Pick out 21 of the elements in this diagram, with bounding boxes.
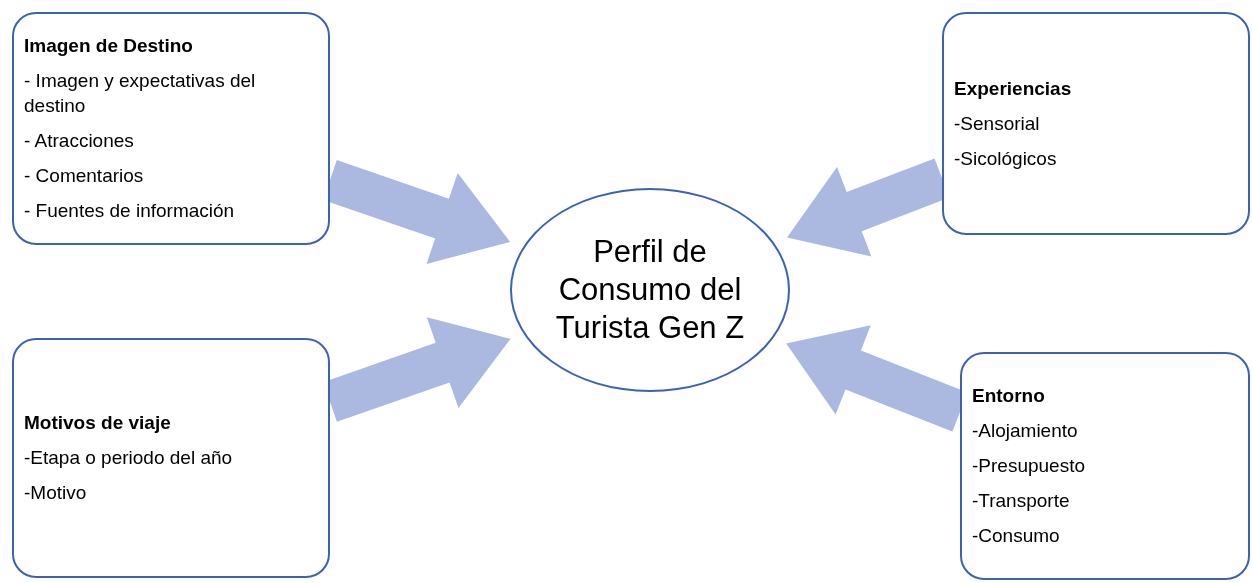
- list-item: - Imagen y expectativas del destino: [24, 69, 257, 118]
- box-heading: Experiencias: [954, 76, 1073, 101]
- list-item: -Alojamiento: [972, 419, 1079, 443]
- list-item: - Comentarios: [24, 164, 145, 188]
- list-item: -Sicológicos: [954, 146, 1058, 171]
- list-item: -Transporte: [972, 489, 1071, 513]
- list-item: -Etapa o periodo del año: [24, 446, 234, 470]
- list-item: -Motivo: [24, 481, 88, 505]
- list-item: -Consumo: [972, 524, 1061, 548]
- list-item: -Presupuesto: [972, 454, 1086, 478]
- center-title: Perfil de Consumo del Turista Gen Z: [554, 233, 746, 347]
- category-box: [942, 12, 1250, 235]
- box-heading: Imagen de Destino: [24, 34, 194, 58]
- list-item: -Sensorial: [954, 111, 1041, 136]
- list-item: - Fuentes de información: [24, 199, 236, 223]
- category-box: [12, 338, 330, 578]
- category-box: [12, 12, 330, 245]
- list-item: - Atracciones: [24, 129, 135, 153]
- category-box: [960, 352, 1250, 580]
- box-heading: Motivos de viaje: [24, 411, 172, 435]
- box-heading: Entorno: [972, 384, 1046, 408]
